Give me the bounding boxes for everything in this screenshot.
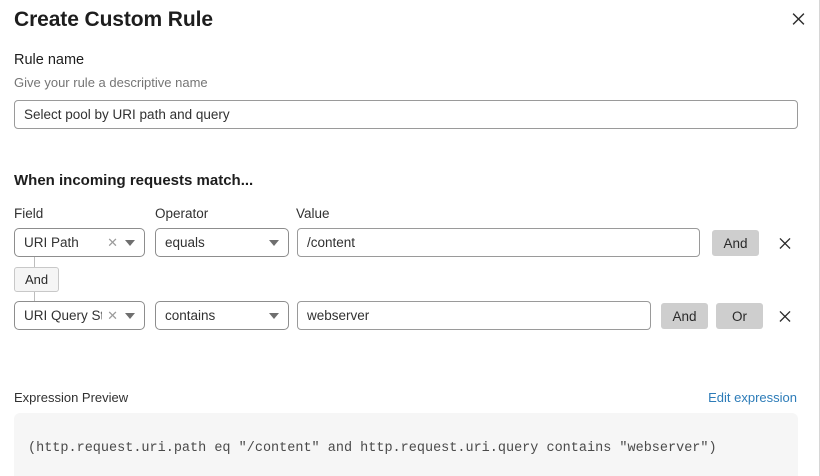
condition-operator-select-1[interactable]: contains [155,301,289,330]
expression-preview-panel: (http.request.uri.path eq "/content" and… [14,413,798,476]
chevron-down-icon[interactable] [123,239,144,246]
conditions-heading: When incoming requests match... [14,172,254,189]
chevron-down-icon[interactable] [267,239,288,246]
condition-operator-value-0: equals [165,235,205,250]
chevron-down-icon[interactable] [123,312,144,319]
condition-value-input-1[interactable] [297,301,651,330]
condition-group-connector[interactable]: And [14,267,60,292]
condition-operator-value-1: contains [165,308,216,323]
clear-icon[interactable]: ✕ [107,308,118,323]
edit-expression-link[interactable]: Edit expression [708,390,797,405]
rule-name-input[interactable] [14,100,798,129]
close-icon[interactable] [787,7,809,29]
condition-delete-button-0[interactable] [775,233,795,253]
expression-preview-label: Expression Preview [14,390,129,405]
condition-operator-select-0[interactable]: equals [155,228,289,257]
column-label-field: Field [14,206,44,221]
rule-name-label: Rule name [14,52,85,68]
condition-and-button-0[interactable]: And [712,230,759,256]
condition-or-button-1[interactable]: Or [716,303,763,329]
condition-field-value-1: URI Query St... [24,308,102,323]
condition-connector-line-top [34,257,35,267]
condition-field-select-1[interactable]: URI Query St... ✕ [14,301,145,330]
condition-field-value-0: URI Path [24,235,79,250]
modal-title: Create Custom Rule [14,8,213,31]
condition-value-input-0[interactable] [297,228,700,257]
expression-preview-text: (http.request.uri.path eq "/content" and… [28,440,717,456]
column-label-value: Value [296,206,330,221]
condition-field-select-0[interactable]: URI Path ✕ [14,228,145,257]
column-label-operator: Operator [155,206,209,221]
condition-connector-line-bottom [34,292,35,302]
clear-icon[interactable]: ✕ [107,235,118,250]
condition-and-button-1[interactable]: And [661,303,708,329]
chevron-down-icon[interactable] [267,312,288,319]
condition-delete-button-1[interactable] [775,306,795,326]
rule-name-help: Give your rule a descriptive name [14,75,208,90]
